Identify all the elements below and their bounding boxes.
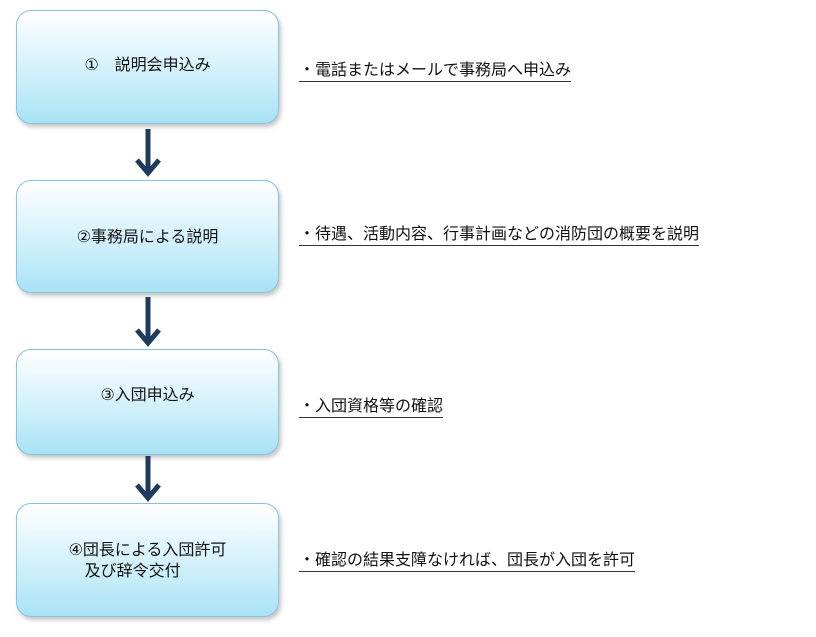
arrow-down-icon-3 bbox=[135, 456, 161, 502]
step-label-1: ① 説明会申込み bbox=[84, 54, 210, 75]
step-box-2: ②事務局による説明 bbox=[16, 180, 279, 293]
step-label-1-line-1: ① 説明会申込み bbox=[84, 54, 211, 74]
step-box-4: ④団長による入団許可 及び辞令交付 bbox=[16, 503, 279, 617]
step-label-2: ②事務局による説明 bbox=[77, 226, 219, 247]
step-box-1: ① 説明会申込み bbox=[16, 10, 279, 124]
step-note-4: ・確認の結果支障なければ、団長が入団を許可 bbox=[299, 550, 636, 572]
step-note-1: ・電話またはメールで事務局へ申込み bbox=[299, 60, 572, 82]
step-note-2: ・待遇、活動内容、行事計画などの消防団の概要を説明 bbox=[299, 224, 700, 246]
step-label-3: ③入団申込み bbox=[100, 384, 194, 405]
step-label-4-line-2: 及び辞令交付 bbox=[68, 561, 181, 580]
step-label-4: ④団長による入団許可 及び辞令交付 bbox=[69, 539, 227, 581]
step-label-4-line-1: ④団長による入団許可 bbox=[68, 540, 227, 559]
step-label-3-line-1: ③入団申込み bbox=[100, 384, 195, 404]
arrow-down-icon-2 bbox=[135, 297, 161, 347]
step-box-3: ③入団申込み bbox=[16, 349, 279, 455]
arrow-down-icon-1 bbox=[135, 129, 161, 177]
step-note-3: ・入団資格等の確認 bbox=[299, 396, 444, 418]
step-label-2-line-1: ②事務局による説明 bbox=[76, 227, 219, 246]
